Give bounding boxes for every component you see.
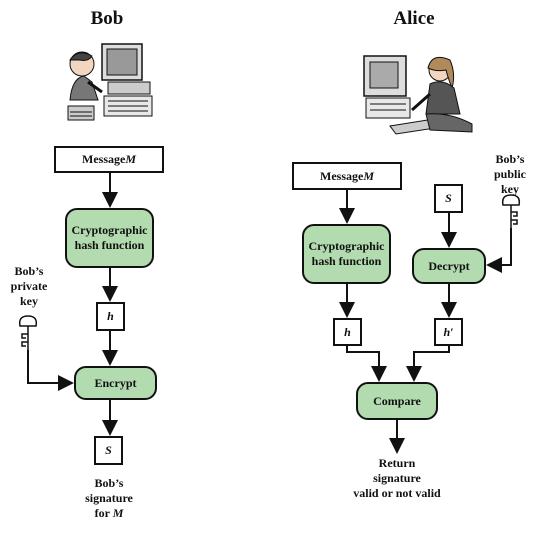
key-icon	[18, 315, 38, 350]
message-var: M	[363, 168, 374, 183]
arrow-key-to-encrypt	[27, 350, 74, 391]
arrow-h-to-compare	[346, 346, 387, 382]
signature-label-for: for	[94, 506, 113, 520]
result-label: Return signature valid or not valid	[335, 456, 459, 501]
signature-label-line2: signature	[85, 491, 133, 505]
alice-hash-h-box: h	[333, 318, 362, 346]
result-line2: signature	[373, 471, 421, 485]
alice-signature-s-box: S	[434, 184, 463, 213]
alice-hash-hprime-box: h′	[434, 318, 463, 346]
alice-hash-function-box: Cryptographic hash function	[302, 224, 391, 284]
encrypt-box: Encrypt	[74, 366, 157, 400]
result-line1: Return	[378, 456, 416, 470]
bob-hash-h-box: h	[96, 302, 125, 331]
message-label: Message	[82, 152, 126, 166]
result-line3: valid or not valid	[353, 486, 441, 500]
compare-box: Compare	[356, 382, 438, 420]
bob-title: Bob	[90, 8, 124, 29]
decrypt-box: Decrypt	[412, 248, 486, 284]
bob-signature-label: Bob’s signature for M	[64, 476, 154, 521]
arrow-hprime-to-compare	[406, 346, 450, 382]
key-icon	[501, 194, 521, 228]
alice-title: Alice	[393, 8, 435, 29]
bob-hash-function-box: Cryptographic hash function	[65, 208, 154, 268]
signature-label-line1: Bob’s	[94, 476, 124, 490]
arrow-key-to-decrypt	[486, 228, 512, 273]
message-label: Message	[320, 168, 364, 183]
bob-computer-figure	[67, 43, 153, 121]
bob-signature-s-box: S	[94, 436, 123, 465]
message-var: M	[125, 152, 136, 166]
bob-public-key-label: Bob’s public key	[493, 152, 526, 196]
alice-message-box: Message M	[292, 162, 402, 190]
bob-message-box: Message M	[54, 146, 164, 173]
alice-computer-figure	[363, 55, 473, 135]
signature-label-m: M	[112, 506, 124, 520]
bob-private-key-label: Bob’s private key	[10, 264, 48, 308]
